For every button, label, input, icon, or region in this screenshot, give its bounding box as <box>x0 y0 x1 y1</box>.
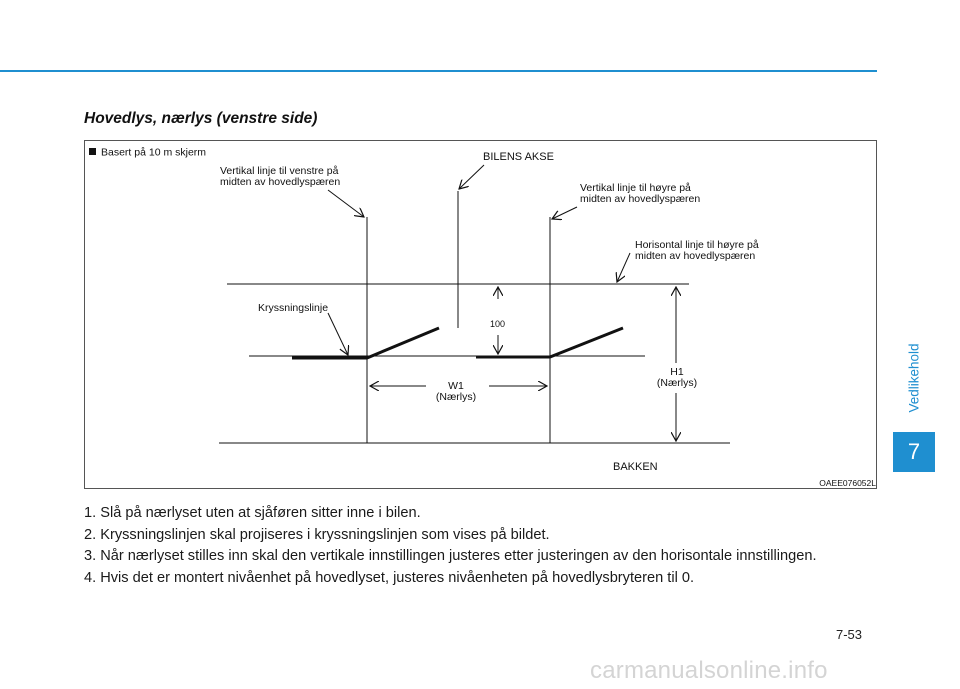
h1-label-line1: H1 <box>670 366 684 378</box>
w1-label-line2: (Nærlys) <box>436 391 476 403</box>
w1-label-line1: W1 <box>448 380 464 392</box>
chapter-label: Vedlikehold <box>896 330 932 425</box>
horizontal-label-line2: midten av hovedlyspæren <box>635 250 755 262</box>
horizontal-line-leader <box>617 252 631 282</box>
diagram-canvas: Basert på 10 m skjerm Vertikal linje til… <box>89 147 876 488</box>
horizontal-label-line1: Horisontal linje til høyre på <box>635 239 759 251</box>
left-vertical-label-line2: midten av hovedlyspæren <box>220 176 340 188</box>
left-beam-cutoff <box>292 326 440 360</box>
section-title: Hovedlys, nærlys (venstre side) <box>84 110 318 127</box>
header-rule <box>0 70 877 72</box>
page-number: 7-53 <box>836 627 863 642</box>
left-vertical-leader <box>327 189 364 217</box>
ground-label: BAKKEN <box>613 461 658 473</box>
instruction-list: 1. Slå på nærlyset uten at sjåføren sitt… <box>84 503 874 589</box>
figure-code: OAEE076052L <box>819 478 876 488</box>
cutoff-label: Kryssningslinje <box>258 302 328 314</box>
instruction-step: 4. Hvis det er montert nivåenhet på hove… <box>84 569 695 586</box>
offset-label: 100 <box>490 319 505 329</box>
right-beam-cutoff <box>476 326 624 359</box>
chapter-tab: 7 <box>893 432 935 472</box>
cutoff-leader <box>327 312 348 355</box>
instruction-step: 2. Kryssningslinjen skal projiseres i kr… <box>84 526 550 543</box>
car-axis-leader <box>459 164 485 189</box>
left-vertical-label-line1: Vertikal linje til venstre på <box>220 165 339 177</box>
square-bullet-icon <box>89 148 96 155</box>
car-axis-label: BILENS AKSE <box>483 151 554 163</box>
h1-label-line2: (Nærlys) <box>657 377 697 389</box>
screen-distance-note: Basert på 10 m skjerm <box>101 147 206 159</box>
chapter-label-text: Vedlikehold <box>906 342 922 413</box>
instruction-step: 1. Slå på nærlyset uten at sjåføren sitt… <box>84 505 421 521</box>
right-vertical-label-line1: Vertikal linje til høyre på <box>580 182 691 194</box>
headlight-aiming-diagram: Basert på 10 m skjerm Vertikal linje til… <box>84 140 877 489</box>
watermark: carmanualsonline.info <box>590 657 828 684</box>
right-vertical-label-line2: midten av hovedlyspæren <box>580 193 700 205</box>
right-vertical-leader <box>552 206 578 219</box>
instruction-step: 3. Når nærlyset stilles inn skal den ver… <box>84 548 817 564</box>
